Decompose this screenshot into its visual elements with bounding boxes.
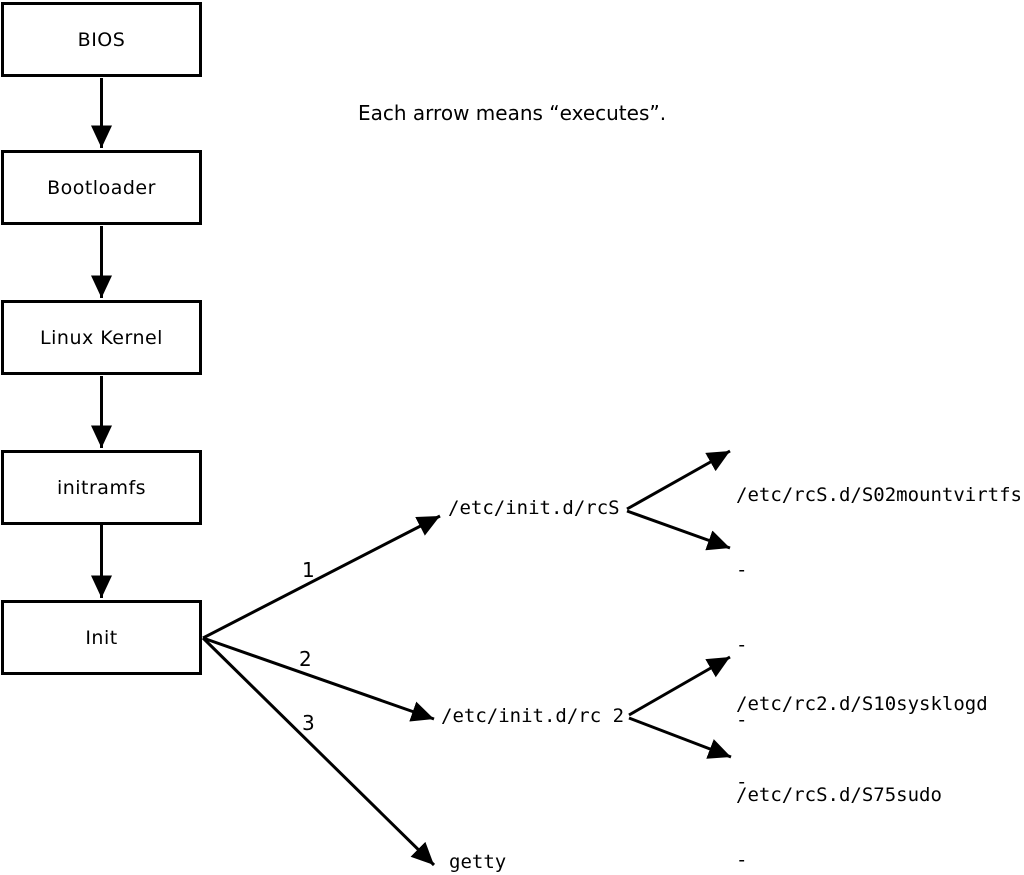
arrow-rc2-to-s10sysklogd xyxy=(628,655,731,717)
script-list-item: - xyxy=(736,634,748,656)
branch-number-2: 2 xyxy=(299,647,312,671)
branch-number-1: 1 xyxy=(302,558,315,582)
arrow-init-to-getty xyxy=(201,636,436,867)
script-list-item: - xyxy=(736,771,748,793)
branch-number-3: 3 xyxy=(302,711,315,735)
flow-box-initramfs: initramfs xyxy=(1,450,202,525)
arrow-init-to-rc2 xyxy=(202,636,435,722)
script-list-item: - xyxy=(736,559,748,581)
script-list-item: /etc/rcS.d/S02mountvirtfs xyxy=(736,484,1022,506)
script-label-getty: getty xyxy=(449,851,507,873)
flow-box-bootloader: Bootloader xyxy=(1,150,202,225)
arrow-rcs-to-s75sudo xyxy=(626,509,731,551)
flow-box-linux-kernel: Linux Kernel xyxy=(1,300,202,375)
arrow-rcs-to-s02mountvirtfs xyxy=(626,449,731,511)
script-list-item: /etc/rcS.d/S75sudo xyxy=(736,784,942,806)
script-list-rcs: /etc/rcS.d/S02mountvirtfs - - - /etc/rcS… xyxy=(736,433,1022,858)
script-list-item: /etc/rc2.d/S10sysklogd xyxy=(736,693,988,715)
diagram-caption: Each arrow means “executes”. xyxy=(358,101,667,125)
script-list-item: - xyxy=(736,849,748,871)
arrow-rc2-to-s99gdm xyxy=(628,716,732,759)
script-label-rc2: /etc/init.d/rc 2 xyxy=(441,705,625,727)
flow-box-bios: BIOS xyxy=(1,2,202,77)
arrow-init-to-rcs xyxy=(202,514,441,640)
script-list-item: - xyxy=(736,709,748,731)
flow-box-init: Init xyxy=(1,600,202,675)
script-list-rc2: /etc/rc2.d/S10sysklogd - - - /etc/rc2.d/… xyxy=(736,639,988,875)
script-label-rcs: /etc/init.d/rcS xyxy=(448,497,620,519)
